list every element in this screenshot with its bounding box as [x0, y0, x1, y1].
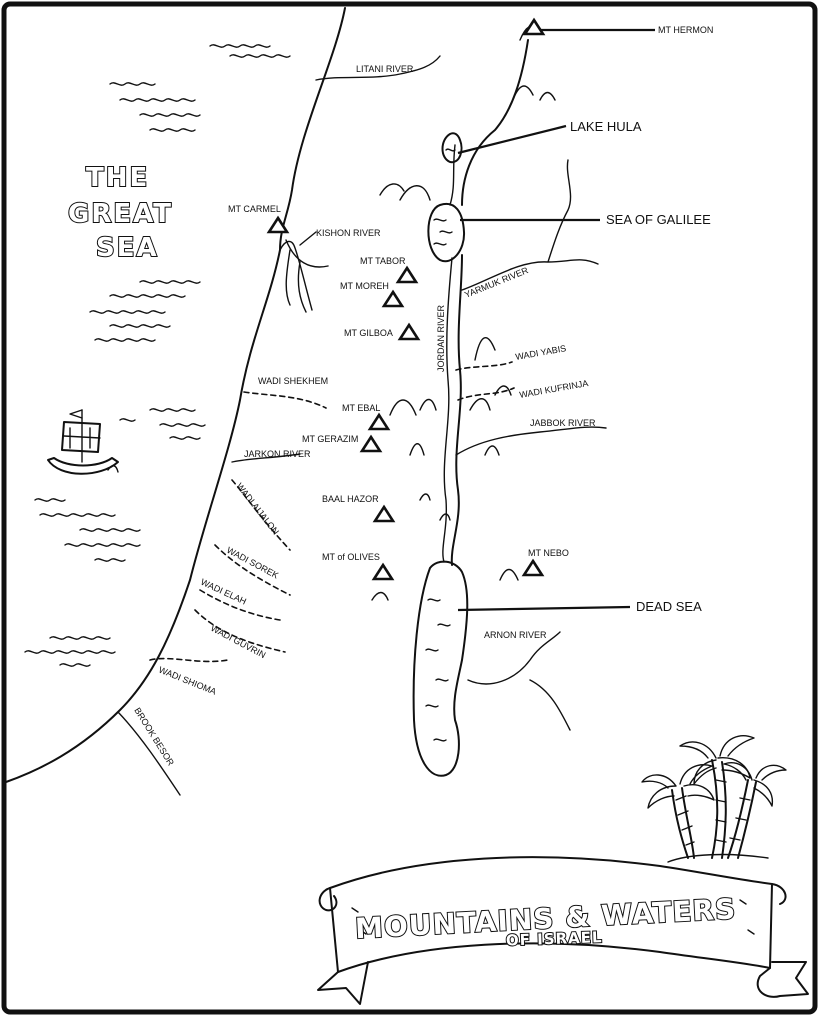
sea-label-great: GREAT: [68, 199, 173, 229]
wadi-elah-stream: [199, 589, 281, 621]
hills: [371, 25, 556, 601]
label-baal-hazor: BAAL HAZOR: [322, 494, 379, 504]
label-mt-of-olives: MT of OLIVES: [322, 552, 380, 562]
litani-river: [315, 55, 441, 81]
label-arnon-river: ARNON RIVER: [484, 630, 547, 640]
label-mt-nebo: MT NEBO: [528, 548, 569, 558]
label-mt-moreh: MT MOREH: [340, 281, 389, 291]
mountain-icon-mt-gilboa: [397, 322, 421, 341]
jarkon-river: [231, 453, 301, 463]
ship-icon: [47, 409, 119, 475]
wadi-kufrinja-stream: [457, 387, 515, 401]
mountain-icon-mt-tabor: [395, 265, 419, 284]
palm-trees-icon: [641, 735, 787, 863]
label-wadi-shekhem: WADI SHEKHEM: [258, 376, 328, 386]
label-mt-gerazim: MT GERAZIM: [302, 434, 358, 444]
label-jarkon-river: JARKON RIVER: [244, 449, 311, 459]
wadi-sorek-stream: [214, 544, 291, 596]
sea-waves: [24, 44, 291, 667]
label-sea-of-galilee: SEA OF GALILEE: [606, 212, 711, 227]
dead-sea: [412, 560, 469, 777]
kishon-river: [285, 239, 329, 268]
sea-label-sea: SEA: [96, 233, 159, 263]
pointer-dead-sea: [457, 605, 631, 612]
lake-hula-wave: [445, 148, 456, 152]
mountain-icon-mt-ebal: [367, 412, 391, 431]
carmel-ridge: [279, 240, 313, 313]
label-mt-carmel: MT CARMEL: [228, 204, 281, 214]
title-banner: [317, 856, 809, 1005]
sea-label-the: THE: [86, 163, 149, 193]
label-kishon-river: KISHON RIVER: [316, 228, 381, 238]
label-jabbok-river: JABBOK RIVER: [530, 418, 596, 428]
arnon-river: [467, 631, 571, 731]
label-mt-hermon: MT HERMON: [658, 25, 713, 35]
pointer-lake-hula: [457, 124, 567, 155]
lake-hula: [441, 132, 463, 164]
label-jordan-river: JORDAN RIVER: [436, 304, 446, 372]
wadi-yabis-stream: [455, 361, 513, 371]
coastline: [5, 7, 346, 783]
mountain-icon-mt-hermon: [522, 17, 546, 36]
label-dead-sea: DEAD SEA: [636, 599, 702, 614]
galilee-waves: [433, 218, 453, 246]
label-litani-river: LITANI RIVER: [356, 64, 414, 74]
brook-besor-line: [117, 711, 181, 796]
dead-sea-waves: [425, 598, 451, 742]
jabbok-river: [455, 426, 607, 456]
label-lake-hula: LAKE HULA: [570, 119, 642, 134]
jordan-river-line: [450, 39, 529, 566]
mountain-icon-mt-carmel: [266, 215, 290, 234]
sea-of-galilee: [427, 202, 466, 263]
mountain-icon-mt-of-olives: [371, 562, 395, 581]
mountain-icon-baal-hazor: [372, 504, 396, 523]
label-mt-ebal: MT EBAL: [342, 403, 380, 413]
mountain-icon-mt-nebo: [521, 558, 545, 577]
title-sub: OF ISRAEL: [506, 928, 603, 949]
mountain-icon-mt-gerazim: [359, 434, 383, 453]
label-mt-tabor: MT TABOR: [360, 256, 406, 266]
yarmuk-river: [461, 159, 599, 291]
label-mt-gilboa: MT GILBOA: [344, 328, 393, 338]
wadi-shekhem-stream: [243, 391, 327, 409]
mountain-icon-mt-moreh: [381, 289, 405, 308]
pointer-kishon: [299, 231, 317, 246]
wadi-shioma-stream: [149, 657, 229, 663]
wadi-aijalon-stream: [231, 479, 291, 551]
wadi-guvrin-stream: [194, 609, 286, 653]
